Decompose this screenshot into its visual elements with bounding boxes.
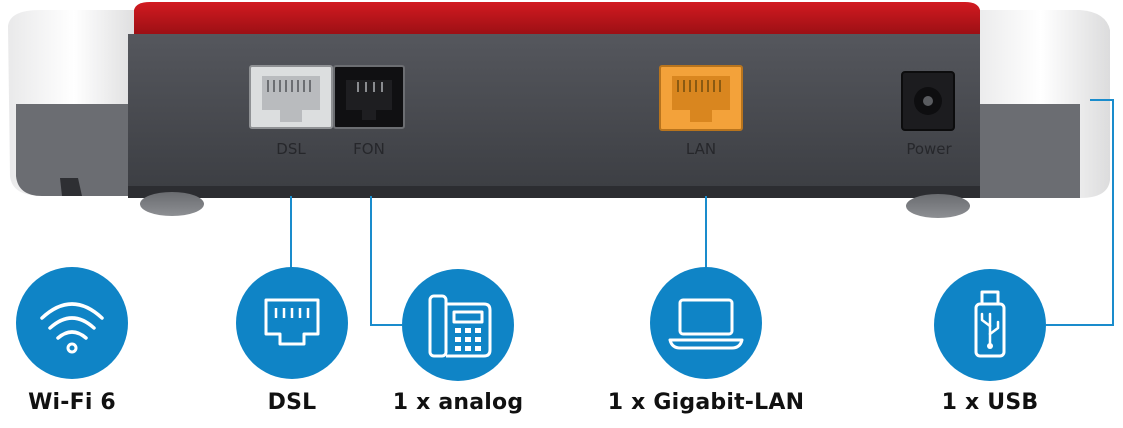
router-right-shell <box>972 10 1110 198</box>
connector-lines <box>290 99 1114 326</box>
router-top-red <box>134 2 980 42</box>
analog-feature <box>402 269 514 381</box>
wifi-icon <box>40 302 104 354</box>
fon-port <box>333 65 405 129</box>
wifi-label: Wi-Fi 6 <box>28 390 116 415</box>
analog-label: 1 x analog <box>392 390 524 415</box>
telephone-icon <box>428 294 492 358</box>
router-left-shell <box>8 10 140 196</box>
connector-usb <box>1046 99 1114 326</box>
usb-stick-icon <box>974 290 1006 358</box>
gigabit-lan-label: 1 x Gigabit-LAN <box>607 390 805 415</box>
connector-analog <box>370 196 402 326</box>
lan-feature <box>650 267 762 379</box>
lan-port <box>659 65 743 131</box>
dsl-label: DSL <box>267 390 317 415</box>
power-port-label: Power <box>906 140 952 158</box>
fon-port-label: FON <box>353 140 385 158</box>
dsl-port-label: DSL <box>276 140 306 158</box>
power-jack <box>901 71 955 131</box>
wifi-feature <box>16 267 128 379</box>
ethernet-port-icon <box>264 298 320 346</box>
lan-port-label: LAN <box>686 140 716 158</box>
router-foot-right <box>906 194 970 218</box>
dsl-port <box>249 65 333 129</box>
dsl-feature <box>236 267 348 379</box>
router-foot-left <box>140 192 204 216</box>
router-bottom-edge <box>128 186 980 198</box>
laptop-icon <box>668 298 744 350</box>
usb-label: 1 x USB <box>941 390 1039 415</box>
usb-feature <box>934 269 1046 381</box>
